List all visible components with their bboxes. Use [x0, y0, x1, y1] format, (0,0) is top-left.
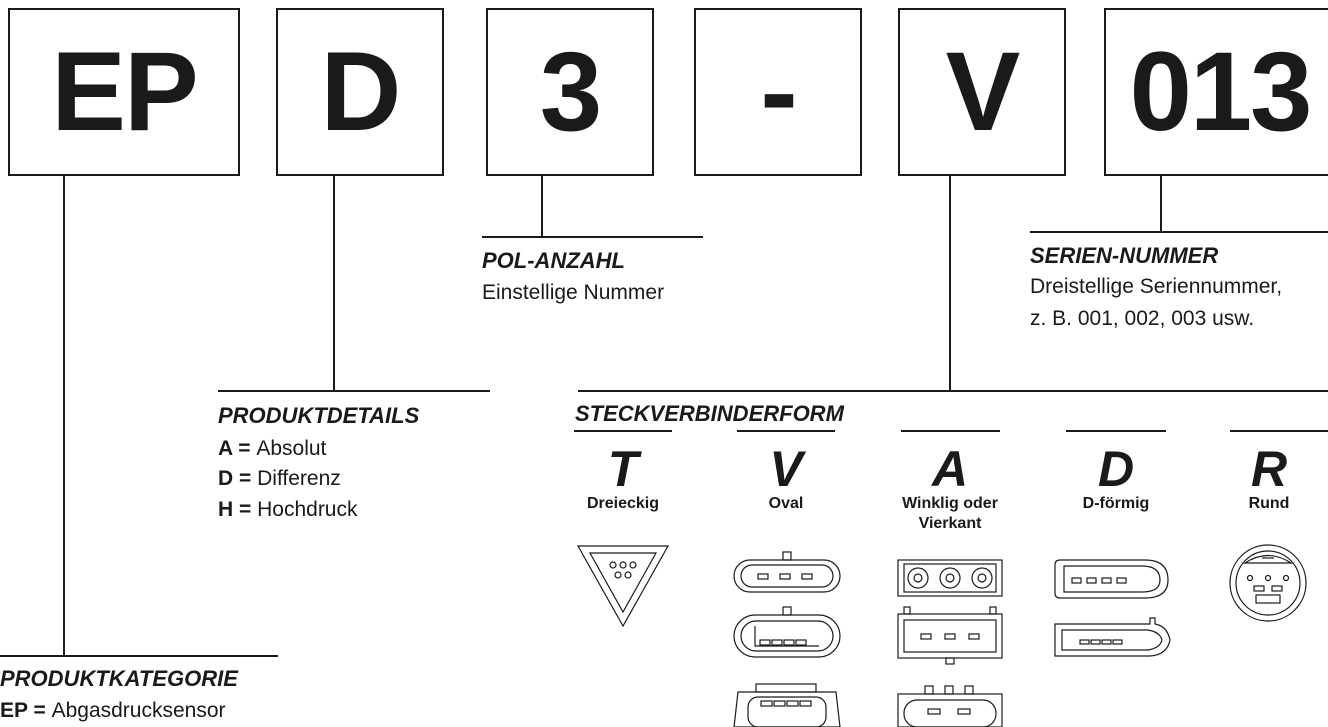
produktdetails-heading: PRODUKTDETAILS: [218, 403, 420, 428]
pol-anzahl-text: Einstellige Nummer: [482, 281, 665, 304]
produktkategorie-item: EP = Abgasdrucksensor: [0, 699, 226, 722]
connector-letter-a: A: [931, 441, 969, 497]
code-box-category: EP: [8, 8, 240, 176]
steckverbinderform-heading: STECKVERBINDERFORM: [575, 401, 844, 426]
serien-nummer-text-1: Dreistellige Seriennummer,: [1030, 275, 1283, 298]
code-box-connector: V: [898, 8, 1066, 176]
produktdetails-item: H = Hochdruck: [218, 497, 358, 521]
oval-connector-icon: [733, 551, 841, 727]
triangle-connector-icon: [576, 545, 670, 628]
connector-letter-v: V: [769, 441, 803, 497]
serien-nummer-text-2: z. B. 001, 002, 003 usw.: [1030, 307, 1255, 330]
produktdetails-list: A = Absolut D = Differenz H = Hochdruck: [218, 434, 358, 525]
connector-name-a: Winklig oder Vierkant: [902, 495, 998, 532]
connector-name-d: D-förmig: [1082, 495, 1150, 512]
d-shaped-connector-icon: [1054, 559, 1171, 657]
connector-letter-t: T: [607, 441, 639, 497]
pol-anzahl-heading: POL-ANZAHL: [482, 248, 625, 273]
connector-name-r: Rund: [1248, 495, 1290, 512]
produktdetails-item: A = Absolut: [218, 437, 327, 460]
produktdetails-item: D = Differenz: [218, 467, 341, 491]
produktkategorie-heading: PRODUKTKATEGORIE: [0, 666, 238, 691]
code-box-dash: -: [694, 8, 862, 176]
connector-name-t: Dreieckig: [586, 495, 660, 512]
code-box-details: D: [276, 8, 444, 176]
square-connector-icon: [897, 559, 1003, 727]
code-box-pol: 3: [486, 8, 654, 176]
serien-nummer-heading: SERIEN-NUMMER: [1030, 243, 1219, 268]
connector-name-v: Oval: [768, 495, 804, 512]
code-box-serial: 013: [1104, 8, 1328, 176]
round-connector-icon: [1229, 544, 1307, 622]
connector-letter-r: R: [1250, 441, 1288, 497]
connector-letter-d: D: [1097, 441, 1135, 497]
